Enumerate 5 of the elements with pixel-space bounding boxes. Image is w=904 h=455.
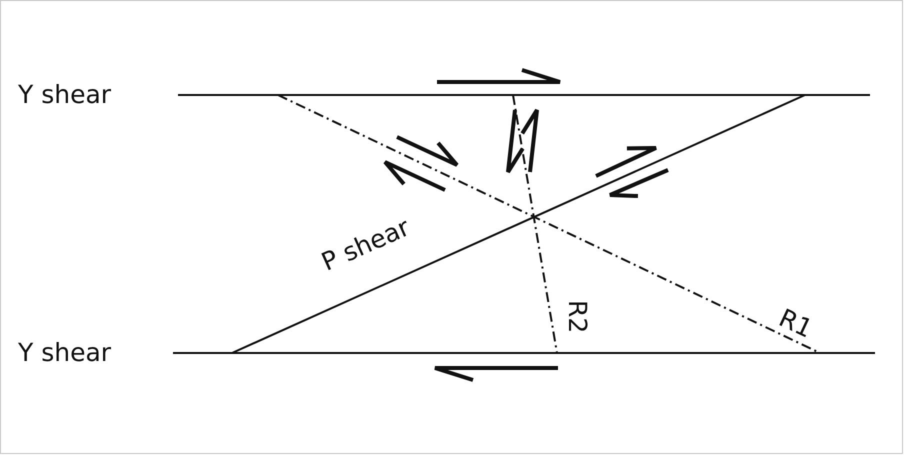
- label-text: Y shear: [18, 340, 112, 365]
- label-text: R2: [565, 300, 590, 334]
- label-text: Y shear: [18, 82, 112, 107]
- label-text: P shear: [318, 214, 414, 275]
- label-text: R1: [775, 305, 816, 342]
